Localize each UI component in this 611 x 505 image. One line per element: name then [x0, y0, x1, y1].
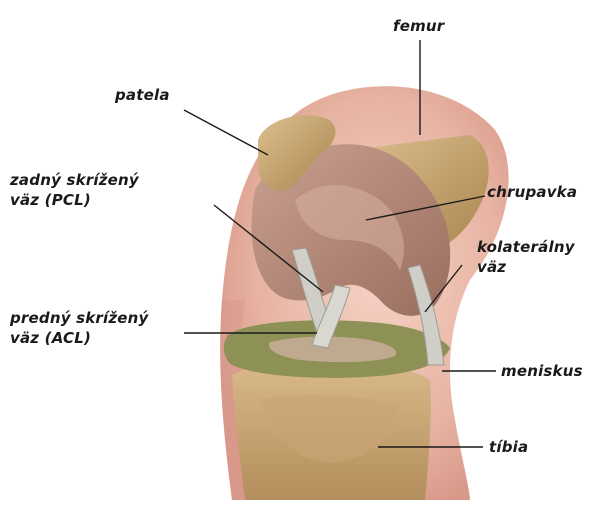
- label-femur: femur: [393, 16, 444, 36]
- label-chrupavka: chrupavka: [487, 182, 577, 202]
- label-pcl: zadný skrížený väz (PCL): [10, 170, 139, 210]
- label-acl: predný skrížený väz (ACL): [10, 308, 149, 348]
- label-kolateralny: kolaterálny väz: [477, 237, 575, 277]
- label-meniskus: meniskus: [501, 361, 583, 381]
- leader-patela: [184, 110, 268, 155]
- label-tibia: tíbia: [489, 437, 528, 457]
- label-patela: patela: [115, 85, 170, 105]
